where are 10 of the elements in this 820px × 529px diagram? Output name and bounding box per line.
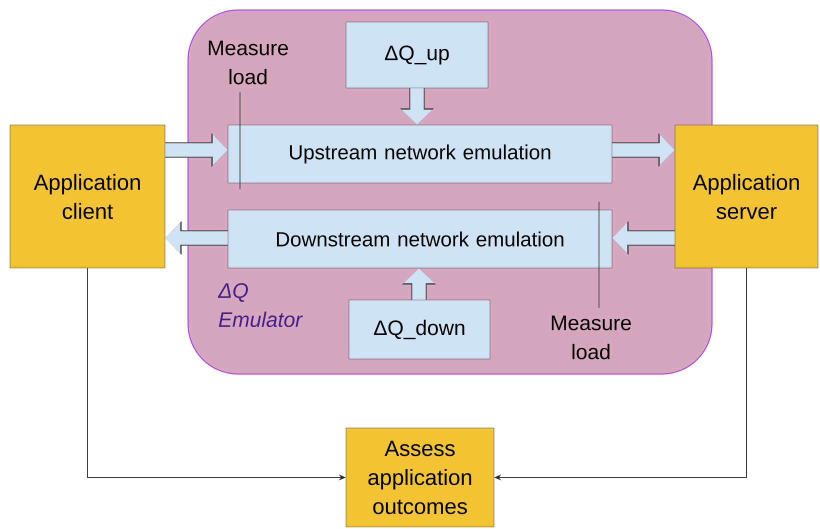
application-box: Application server: [674, 124, 818, 268]
leader-line: [598, 201, 600, 308]
parameter-box: ΔQ_down: [348, 300, 490, 360]
application-box: Assess application outcomes: [346, 428, 494, 528]
application-box: Application client: [10, 124, 166, 268]
emulation-box: Downstream network emulation: [228, 210, 612, 268]
parameter-box: ΔQ_up: [346, 22, 488, 88]
emulation-box: Upstream network emulation: [228, 124, 612, 184]
measure-label: Measure load: [552, 316, 631, 360]
measure-label: Measure load: [208, 40, 288, 84]
